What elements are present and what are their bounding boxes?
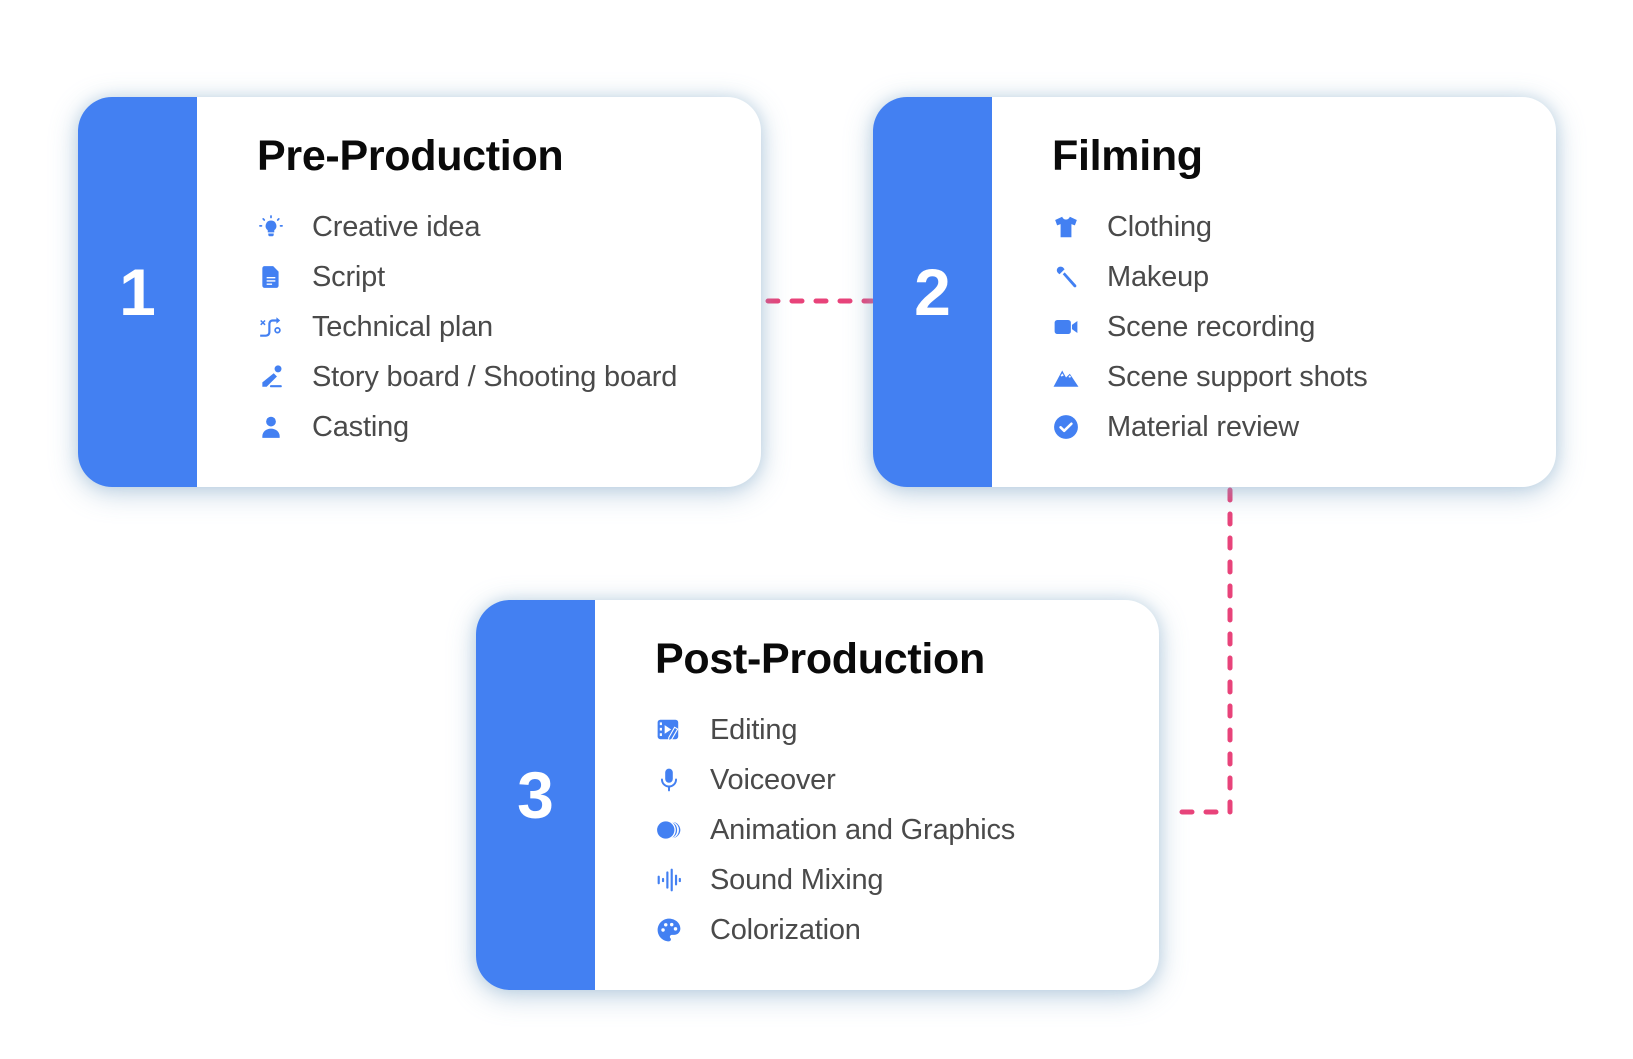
mountain-icon — [1052, 363, 1080, 391]
pencil-icon — [257, 363, 285, 391]
microphone-icon — [655, 766, 683, 794]
list-item: Makeup — [1052, 252, 1368, 302]
stage-number: 1 — [119, 255, 156, 329]
person-icon — [257, 413, 285, 441]
list-item: Story board / Shooting board — [257, 352, 677, 402]
stage-card-post-production: 3 Post-Production Editing Voiceover Ani — [476, 600, 1159, 990]
list-item: Script — [257, 252, 677, 302]
stage-item-list: Creative idea Script Technical plan Stor… — [257, 202, 677, 452]
animation-icon — [655, 816, 683, 844]
item-label: Animation and Graphics — [710, 813, 1016, 846]
palette-icon — [655, 916, 683, 944]
stage-card-pre-production: 1 Pre-Production Creative idea Script T — [78, 97, 761, 487]
list-item: Technical plan — [257, 302, 677, 352]
stage-card-filming: 2 Filming Clothing Makeup Scene recordi — [873, 97, 1556, 487]
stage-title: Post-Production — [655, 635, 985, 683]
route-plan-icon — [257, 313, 285, 341]
stage-number-strip: 3 — [476, 600, 595, 990]
list-item: Sound Mixing — [655, 855, 1015, 905]
stage-title: Filming — [1052, 132, 1203, 180]
list-item: Colorization — [655, 905, 1015, 955]
check-circle-icon — [1052, 413, 1080, 441]
item-label: Scene recording — [1107, 310, 1316, 343]
stage-number: 3 — [517, 758, 554, 832]
item-label: Script — [312, 260, 385, 293]
list-item: Material review — [1052, 402, 1368, 452]
list-item: Editing — [655, 705, 1015, 755]
makeup-brush-icon — [1052, 263, 1080, 291]
item-label: Technical plan — [312, 310, 493, 343]
item-label: Voiceover — [710, 763, 836, 796]
item-label: Sound Mixing — [710, 863, 884, 896]
list-item: Scene recording — [1052, 302, 1368, 352]
stage-number: 2 — [914, 255, 951, 329]
list-item: Scene support shots — [1052, 352, 1368, 402]
document-icon — [257, 263, 285, 291]
connector-2-to-3 — [1165, 487, 1233, 815]
item-label: Makeup — [1107, 260, 1209, 293]
stage-number-strip: 1 — [78, 97, 197, 487]
list-item: Animation and Graphics — [655, 805, 1015, 855]
list-item: Creative idea — [257, 202, 677, 252]
video-edit-icon — [655, 716, 683, 744]
item-label: Casting — [312, 410, 409, 443]
item-label: Colorization — [710, 913, 861, 946]
item-label: Creative idea — [312, 210, 481, 243]
stage-title: Pre-Production — [257, 132, 564, 180]
item-label: Story board / Shooting board — [312, 360, 678, 393]
sound-wave-icon — [655, 866, 683, 894]
list-item: Voiceover — [655, 755, 1015, 805]
list-item: Clothing — [1052, 202, 1368, 252]
list-item: Casting — [257, 402, 677, 452]
stage-number-strip: 2 — [873, 97, 992, 487]
item-label: Clothing — [1107, 210, 1212, 243]
item-label: Scene support shots — [1107, 360, 1368, 393]
stage-item-list: Editing Voiceover Animation and Graphics… — [655, 705, 1015, 955]
stage-item-list: Clothing Makeup Scene recording Scene su… — [1052, 202, 1368, 452]
video-camera-icon — [1052, 313, 1080, 341]
item-label: Editing — [710, 713, 798, 746]
item-label: Material review — [1107, 410, 1299, 443]
tshirt-icon — [1052, 213, 1080, 241]
lightbulb-icon — [257, 213, 285, 241]
